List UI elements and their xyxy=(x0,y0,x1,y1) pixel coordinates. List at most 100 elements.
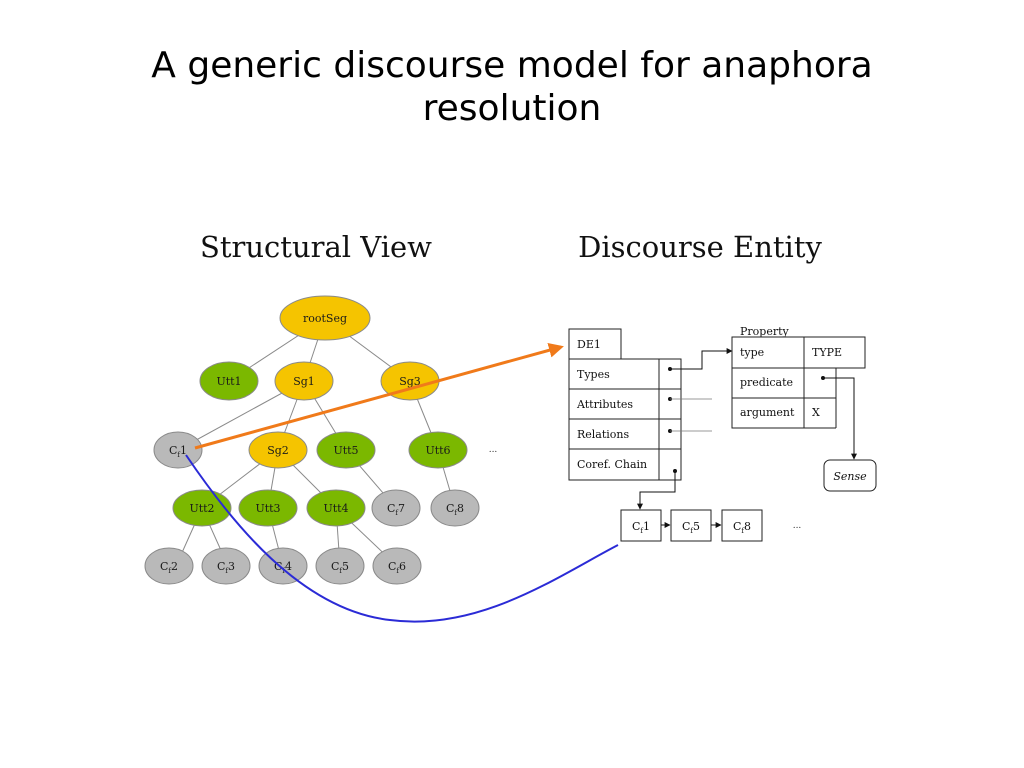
node-cf7-num: 7 xyxy=(398,502,405,515)
node-cf6-text: Cf6 xyxy=(388,560,406,575)
property-table xyxy=(731,336,866,429)
chain-box-cf1 xyxy=(620,509,662,542)
types-to-property-arrow xyxy=(670,348,733,370)
node-cf2-base: C xyxy=(160,560,168,573)
node-cf5: Cf5 xyxy=(315,547,365,585)
node-utt1-label: Utt1 xyxy=(216,375,241,388)
property-label: Property xyxy=(740,325,790,338)
node-cf8-text: Cf8 xyxy=(446,502,464,517)
node-cf1: Cf1 xyxy=(153,431,203,469)
node-cf8: Cf8 xyxy=(430,489,480,527)
property-value-type: TYPE xyxy=(812,346,842,359)
de1-field-attributes: Attributes xyxy=(576,398,633,411)
node-cf6-num: 6 xyxy=(399,560,406,573)
coref-to-chain-arrow xyxy=(637,471,676,510)
node-cf2-sub: f xyxy=(168,567,172,575)
node-cf1-num: 1 xyxy=(180,444,187,457)
node-cf7-text: Cf7 xyxy=(387,502,405,517)
de1-field-coref-chain: Coref. Chain xyxy=(577,458,647,471)
node-cf7-base: C xyxy=(387,502,395,515)
node-utt3-label: Utt3 xyxy=(255,502,280,515)
node-utt6-label: Utt6 xyxy=(425,444,450,457)
node-cf7: Cf7 xyxy=(371,489,421,527)
chain-cf5-num: 5 xyxy=(693,520,700,533)
node-utt3: Utt3 xyxy=(238,489,298,527)
sense-box: Sense xyxy=(823,459,877,492)
chain-cf1-base: C xyxy=(632,520,640,533)
node-sg3: Sg3 xyxy=(380,361,440,401)
chain-cf1-num: 1 xyxy=(643,520,650,533)
node-sg2: Sg2 xyxy=(248,431,308,469)
node-rootseg: rootSeg xyxy=(279,295,371,341)
node-cf8-sub: f xyxy=(454,509,458,517)
predicate-to-sense-arrow xyxy=(823,377,857,460)
node-cf6: Cf6 xyxy=(372,547,422,585)
de1-box xyxy=(568,328,682,481)
structural-view-heading: Structural View xyxy=(200,230,432,264)
chain-cf8-num: 8 xyxy=(744,520,751,533)
chain-box-cf8 xyxy=(721,509,763,542)
node-cf3-sub: f xyxy=(225,567,229,575)
cf1-to-de1-orange-arrow xyxy=(194,342,564,450)
cf1-to-chain-blue-curve xyxy=(185,454,619,623)
property-value-argument: X xyxy=(812,406,820,419)
chain-cf8-base: C xyxy=(733,520,741,533)
node-cf2: Cf2 xyxy=(144,547,194,585)
node-cf1-text: Cf1 xyxy=(169,444,187,459)
chain-ellipsis: ... xyxy=(793,521,802,531)
node-cf1-base: C xyxy=(169,444,177,457)
node-cf2-num: 2 xyxy=(171,560,178,573)
node-cf6-base: C xyxy=(388,560,396,573)
node-cf7-sub: f xyxy=(395,509,399,517)
node-utt2-label: Utt2 xyxy=(189,502,214,515)
node-cf2-text: Cf2 xyxy=(160,560,178,575)
tree-ellipsis: ... xyxy=(489,445,498,455)
node-sg2-label: Sg2 xyxy=(267,444,289,457)
node-cf5-num: 5 xyxy=(342,560,349,573)
de1-field-relations: Relations xyxy=(577,428,630,441)
node-cf3: Cf3 xyxy=(201,547,251,585)
node-cf1-sub: f xyxy=(177,451,181,459)
chain-cf5-sub: f xyxy=(690,527,694,535)
node-cf4-base: C xyxy=(274,560,282,573)
node-utt4-label: Utt4 xyxy=(323,502,348,515)
discourse-entity-heading: Discourse Entity xyxy=(578,230,822,264)
node-cf6-sub: f xyxy=(396,567,400,575)
sense-label: Sense xyxy=(833,470,867,483)
chain-cf5-base: C xyxy=(682,520,690,533)
node-cf5-base: C xyxy=(331,560,339,573)
node-utt1: Utt1 xyxy=(199,361,259,401)
property-key-type: type xyxy=(740,346,764,359)
chain-cf1-sub: f xyxy=(640,527,644,535)
chain-cf8-sub: f xyxy=(741,527,745,535)
node-utt4: Utt4 xyxy=(306,489,366,527)
node-utt2: Utt2 xyxy=(172,489,232,527)
chain-cf8-text: Cf8 xyxy=(733,520,751,535)
node-utt5: Utt5 xyxy=(316,431,376,469)
property-key-argument: argument xyxy=(740,406,795,419)
title-line-2: resolution xyxy=(422,88,602,130)
node-sg1: Sg1 xyxy=(274,361,334,401)
chain-cf5-text: Cf5 xyxy=(682,520,700,535)
title-line-1: A generic discourse model for anaphora xyxy=(151,45,873,86)
node-cf4-num: 4 xyxy=(285,560,292,573)
coref-chain-boxes xyxy=(620,509,763,542)
de1-pointer-stubs xyxy=(670,398,712,432)
node-sg3-label: Sg3 xyxy=(399,375,421,388)
node-cf8-base: C xyxy=(446,502,454,515)
node-cf5-sub: f xyxy=(339,567,343,575)
node-cf3-text: Cf3 xyxy=(217,560,235,575)
de1-name: DE1 xyxy=(577,338,601,351)
de1-header-cell xyxy=(568,328,622,360)
property-key-predicate: predicate xyxy=(740,376,793,389)
node-cf5-text: Cf5 xyxy=(331,560,349,575)
chain-cf1-text: Cf1 xyxy=(632,520,650,535)
node-utt5-label: Utt5 xyxy=(333,444,358,457)
node-cf3-base: C xyxy=(217,560,225,573)
node-cf3-num: 3 xyxy=(228,560,235,573)
node-sg1-label: Sg1 xyxy=(293,375,315,388)
slide-title: A generic discourse model for anaphora r… xyxy=(0,44,1024,130)
node-rootseg-label: rootSeg xyxy=(303,312,347,325)
node-utt6: Utt6 xyxy=(408,431,468,469)
